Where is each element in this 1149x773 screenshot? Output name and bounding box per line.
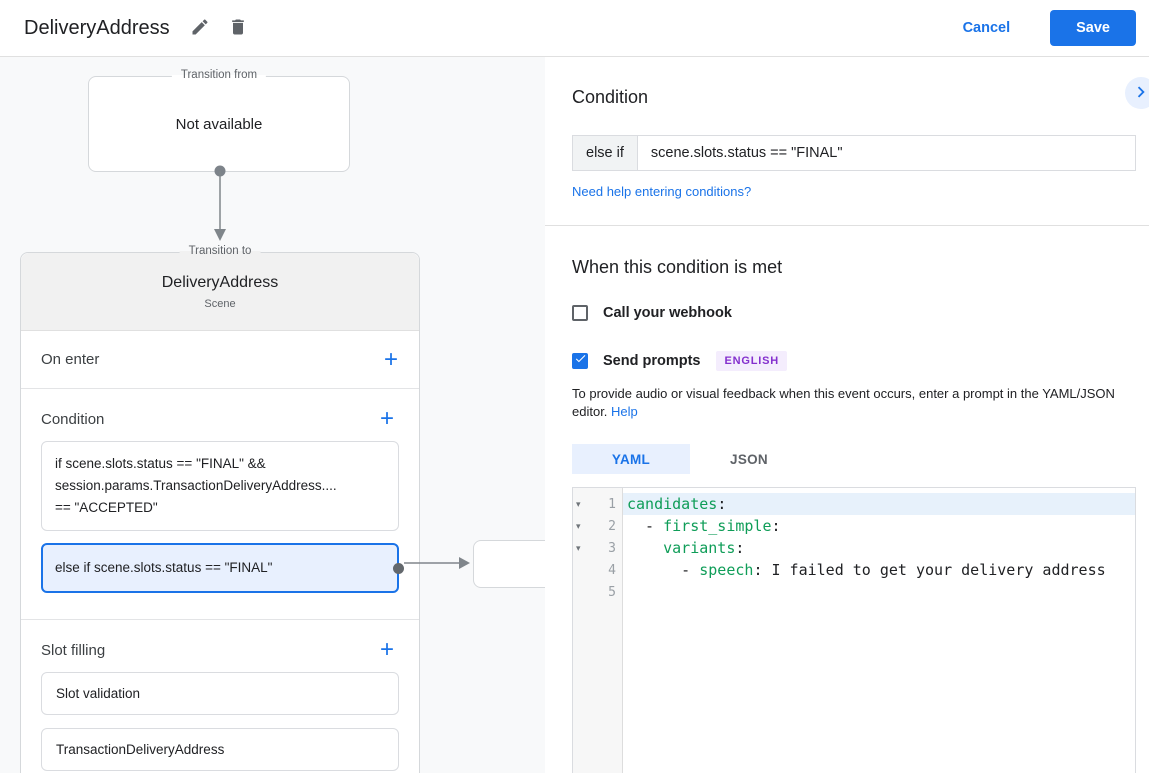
scene-diagram: Transition from Not available Transition… — [0, 57, 545, 773]
line-number: 4 — [608, 562, 616, 578]
editor-tabs: YAML JSON — [572, 444, 1136, 474]
code-line: candidates: — [623, 493, 1135, 515]
condition-expression-input[interactable]: scene.slots.status == "FINAL" — [650, 145, 843, 161]
send-prompts-label: Send prompts — [603, 353, 701, 369]
panel-condition-title: Condition — [572, 87, 649, 107]
fold-arrow-icon[interactable]: ▾ — [576, 498, 581, 509]
condition-panel: Condition else if scene.slots.status == … — [545, 57, 1149, 773]
tab-yaml[interactable]: YAML — [572, 444, 690, 474]
divider — [545, 225, 1149, 226]
delete-button[interactable] — [222, 12, 254, 44]
trash-icon — [228, 17, 248, 40]
on-enter-row: On enter + — [21, 331, 419, 389]
page-title: DeliveryAddress — [24, 16, 170, 39]
webhook-checkbox[interactable] — [572, 305, 588, 321]
fold-arrow-icon[interactable]: ▾ — [576, 542, 581, 553]
transition-from-content: Not available — [175, 115, 263, 133]
condition-item-selected[interactable]: else if scene.slots.status == "FINAL" — [41, 543, 404, 593]
check-icon — [574, 352, 587, 370]
transition-from-label: Transition from — [171, 69, 267, 81]
transition-to-label: Transition to — [179, 245, 261, 257]
cancel-button[interactable]: Cancel — [962, 20, 1011, 36]
on-enter-title: On enter — [41, 351, 100, 368]
transition-to-card: Transition to DeliveryAddress Scene On e… — [20, 245, 420, 773]
scene-card-header: DeliveryAddress Scene — [21, 253, 419, 331]
add-condition-button[interactable]: + — [375, 407, 399, 431]
edit-button[interactable] — [184, 12, 216, 44]
connection-dot — [393, 562, 404, 574]
chevron-right-icon — [1130, 81, 1149, 106]
editor-gutter: ▾ 1 ▾ 2 ▾ 3 4 5 — [573, 488, 623, 773]
transition-arrow-down-icon — [214, 165, 226, 241]
scene-name: DeliveryAddress — [161, 273, 279, 291]
condition-section-title: Condition — [41, 410, 105, 428]
transition-from-box: Transition from Not available — [88, 69, 350, 172]
condition-help-link[interactable]: Need help entering conditions? — [572, 184, 752, 199]
prompts-description: To provide audio or visual feedback when… — [572, 386, 1115, 419]
send-prompts-checkbox[interactable] — [572, 353, 588, 369]
editor-code-area[interactable]: candidates: - first_simple: variants: - … — [623, 488, 1135, 773]
help-link[interactable]: Help — [611, 403, 638, 419]
condition-prefix: else if — [573, 136, 638, 170]
condition-item[interactable]: if scene.slots.status == "FINAL" && sess… — [41, 441, 399, 531]
condition-input-row: else if scene.slots.status == "FINAL" — [572, 135, 1136, 171]
code-line: - first_simple: — [627, 517, 781, 535]
code-line: variants: — [663, 539, 745, 557]
condition-section: Condition + if scene.slots.status == "FI… — [21, 389, 419, 619]
webhook-label: Call your webhook — [603, 305, 732, 321]
scene-type: Scene — [204, 297, 236, 310]
slot-filling-section: Slot filling + Slot validation Transacti… — [21, 619, 419, 773]
line-number: 3 — [608, 540, 616, 556]
line-number: 5 — [608, 584, 616, 600]
slot-item[interactable]: Slot validation — [41, 672, 399, 715]
collapse-panel-button[interactable] — [1125, 77, 1149, 109]
slot-item[interactable]: TransactionDeliveryAddress — [41, 728, 399, 771]
when-met-title: When this condition is met — [572, 257, 783, 277]
save-button[interactable]: Save — [1050, 10, 1136, 46]
next-scene-node[interactable] — [473, 540, 545, 588]
language-badge: ENGLISH — [716, 351, 787, 371]
slot-filling-title: Slot filling — [41, 641, 106, 659]
code-line: - speech: I failed to get your delivery … — [627, 561, 1106, 579]
line-number: 2 — [608, 518, 616, 534]
add-slot-button[interactable]: + — [375, 638, 399, 662]
add-on-enter-button[interactable]: + — [379, 347, 403, 372]
pencil-icon — [190, 17, 210, 40]
line-number: 1 — [608, 496, 616, 512]
fold-arrow-icon[interactable]: ▾ — [576, 520, 581, 531]
code-editor: ▾ 1 ▾ 2 ▾ 3 4 5 candidates: - first_simple:… — [572, 487, 1136, 773]
tab-json[interactable]: JSON — [730, 451, 768, 467]
code-line — [623, 581, 1135, 603]
top-bar: DeliveryAddress Cancel Save — [0, 0, 1149, 57]
